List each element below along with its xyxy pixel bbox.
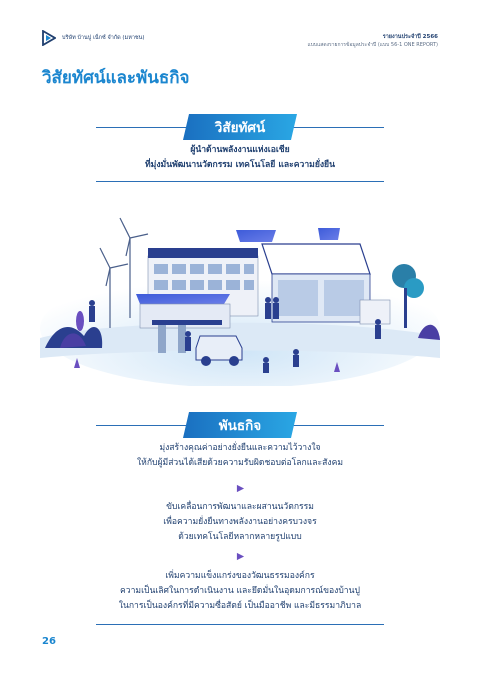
mission-bottom-rule bbox=[96, 624, 384, 625]
people-figures bbox=[89, 297, 381, 373]
mission-item-3-line-3: ในการเป็นองค์กรที่มีความซื่อสัตย์ เป็นมื… bbox=[118, 601, 362, 611]
report-subtitle: แบบแสดงรายการข้อมูลประจำปี (แบบ 56-1 ONE… bbox=[307, 42, 438, 48]
office-building bbox=[136, 230, 276, 329]
page-number: 26 bbox=[42, 636, 56, 647]
left-foliage bbox=[45, 311, 103, 348]
vision-line-1: ผู้นำด้านพลังงานแห่งเอเชีย bbox=[190, 145, 290, 155]
mission-heading: พันธกิจ bbox=[183, 412, 297, 438]
plant-accents bbox=[74, 358, 340, 372]
report-title: รายงานประจำปี 2566 bbox=[382, 34, 438, 40]
vision-bottom-rule bbox=[96, 181, 384, 182]
vision-line-2: ที่มุ่งมั่นพัฒนานวัตกรรม เทคโนโลยี และคว… bbox=[145, 160, 335, 170]
glass-building bbox=[261, 228, 391, 325]
play-arrow-icon bbox=[236, 552, 245, 561]
vision-text: ผู้นำด้านพลังงานแห่งเอเชีย ที่มุ่งมั่นพั… bbox=[60, 143, 420, 173]
mission-item-2: ขับเคลื่อนการพัฒนาและผสานนวัตกรรม เพื่อค… bbox=[60, 500, 420, 545]
wind-turbines bbox=[99, 217, 149, 328]
play-arrow-icon bbox=[236, 484, 245, 493]
mission-item-3: เพิ่มความแข็งแกร่งของวัฒนธรรมองค์กร ความ… bbox=[60, 569, 420, 614]
company-name: บริษัท บ้านปู เน็กซ์ จำกัด (มหาชน) bbox=[62, 35, 145, 41]
sustainable-energy-city-illustration bbox=[40, 217, 440, 386]
page-title: วิสัยทัศน์และพันธกิจ bbox=[42, 68, 190, 88]
mission-item-1-line-2: ให้กับผู้มีส่วนได้เสียด้วยความรับผิดชอบต… bbox=[136, 458, 344, 468]
vision-heading: วิสัยทัศน์ bbox=[183, 114, 297, 140]
company-logo-icon bbox=[42, 30, 56, 46]
mission-item-3-line-1: เพิ่มความแข็งแกร่งของวัฒนธรรมองค์กร bbox=[165, 571, 315, 581]
ev-charging-station bbox=[152, 320, 243, 366]
mission-item-2-line-2: เพื่อความยั่งยืนทางพลังงานอย่างครบวงจร bbox=[163, 517, 317, 527]
mission-item-1-line-1: มุ่งสร้างคุณค่าอย่างยั่งยืนและความไว้วาง… bbox=[159, 443, 321, 453]
mission-item-3-line-2: ความเป็นเลิศในการดำเนินงาน และยึดมั่นในอ… bbox=[120, 586, 360, 596]
mission-item-2-line-1: ขับเคลื่อนการพัฒนาและผสานนวัตกรรม bbox=[166, 502, 314, 512]
mission-item-2-line-3: ด้วยเทคโนโลยีหลากหลายรูปแบบ bbox=[178, 532, 302, 542]
mission-item-1: มุ่งสร้างคุณค่าอย่างยั่งยืนและความไว้วาง… bbox=[60, 441, 420, 471]
right-foliage bbox=[392, 264, 440, 340]
